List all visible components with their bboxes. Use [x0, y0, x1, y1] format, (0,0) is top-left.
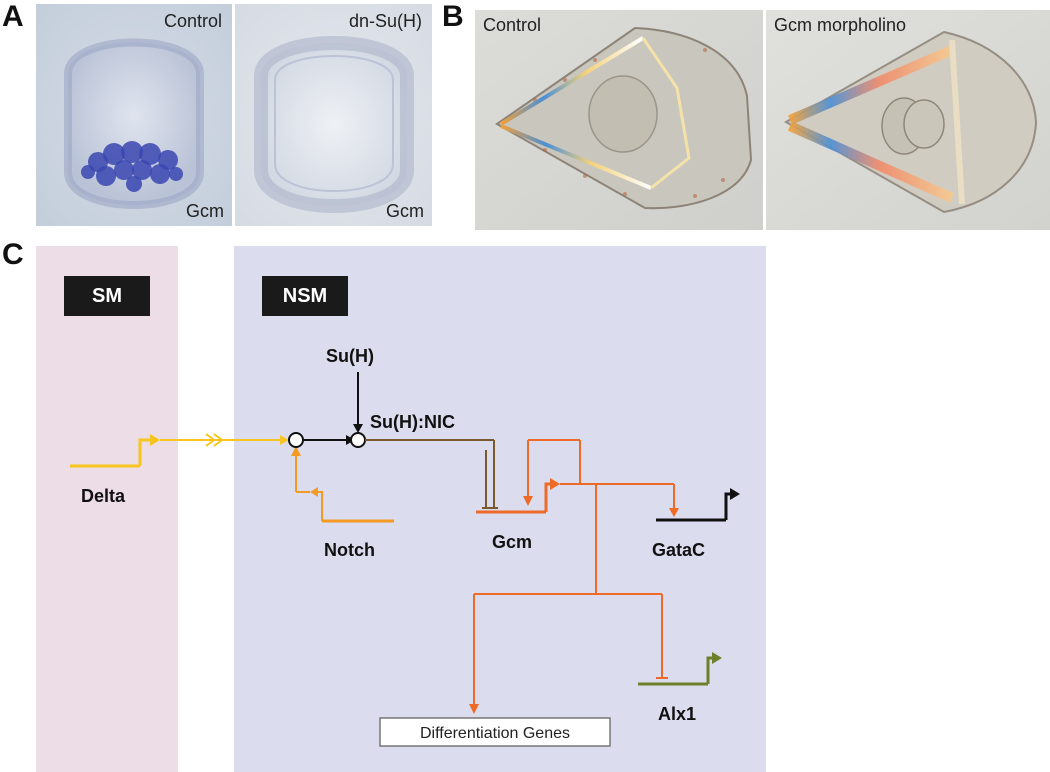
delta-label: Delta	[81, 486, 126, 506]
delta-signal-arrow	[160, 433, 289, 447]
gcm-label: Gcm	[492, 532, 532, 552]
notch-to-complex-arrow	[303, 435, 355, 445]
panel-a-dnsuh-bottom-label: Gcm	[386, 201, 424, 221]
panel-a-control-bottom-label: Gcm	[186, 201, 224, 221]
gatac-label: GataC	[652, 540, 705, 560]
panel-a-dnsuh-top-label: dn-Su(H)	[348, 11, 422, 31]
differentiation-genes-box	[379, 717, 611, 747]
gcm-downstream-trunk	[474, 484, 662, 595]
suh-arrow	[353, 372, 363, 433]
nsm-badge: NSM	[262, 276, 348, 316]
sm-badge: SM	[64, 276, 150, 316]
panel-a-dnsuh-image: dn-Su(H) Gcm	[235, 4, 432, 226]
notch-delta-node	[288, 432, 304, 448]
gcm-to-differentiation	[469, 594, 479, 714]
panel-b-letter: B	[442, 0, 464, 33]
panel-b-control-micrograph	[475, 10, 763, 230]
gcm-gene	[476, 478, 560, 514]
differentiation-genes-label: Differentiation Genes	[420, 725, 570, 742]
gatac-gene	[656, 488, 740, 522]
panel-c-letter: C	[2, 238, 24, 271]
panel-b-control-top-label: Control	[483, 15, 542, 35]
panel-a-letter: A	[2, 0, 24, 33]
delta-gene	[70, 434, 160, 468]
gcm-to-gatac	[580, 483, 679, 517]
suh-nic-to-gcm	[365, 439, 498, 509]
suh-nic-node	[350, 432, 366, 448]
panel-b-morpholino-micrograph	[766, 10, 1050, 230]
gcm-represses-alx1	[656, 594, 668, 679]
panel-b-control-image: Control	[475, 10, 763, 230]
panel-a-control-top-label: Control	[163, 11, 222, 31]
panel-b-morpholino-image: Gcm morpholino	[766, 10, 1050, 230]
sm-region	[36, 246, 178, 772]
gcm-autoregulation	[523, 439, 581, 506]
panel-a-dnsuh-micrograph	[235, 4, 432, 226]
panel-b-morpholino-top-label: Gcm morpholino	[774, 15, 907, 35]
notch-label: Notch	[324, 540, 375, 560]
suh-label: Su(H)	[326, 346, 374, 366]
suh-nic-label: Su(H):NIC	[370, 412, 455, 432]
alx1-label: Alx1	[658, 704, 696, 724]
panel-a-control-image: Control Gcm	[36, 4, 232, 226]
alx1-gene	[638, 652, 722, 686]
panel-a-control-micrograph	[36, 4, 232, 226]
notch-gene	[291, 446, 394, 523]
